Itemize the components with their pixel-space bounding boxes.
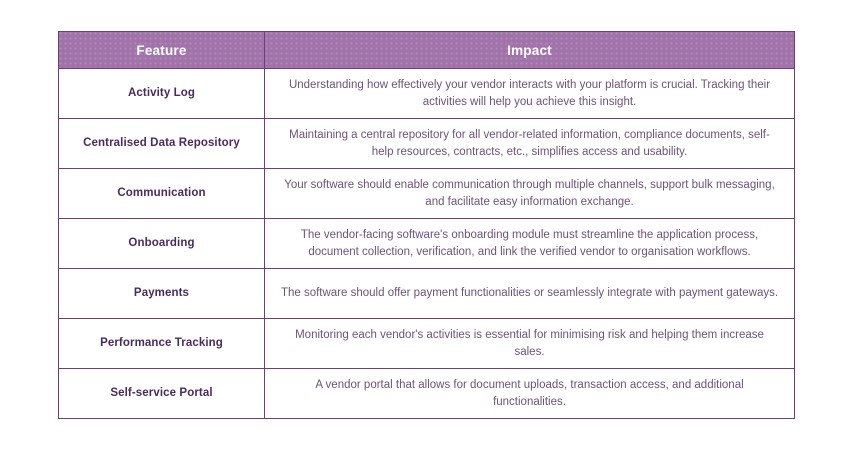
feature-impact-table: Feature Impact Activity Log Understandin… bbox=[58, 31, 795, 419]
table-header-row: Feature Impact bbox=[58, 31, 795, 69]
cell-feature: Onboarding bbox=[58, 218, 265, 269]
cell-feature: Payments bbox=[58, 268, 265, 319]
cell-feature: Centralised Data Repository bbox=[58, 118, 265, 169]
cell-impact: Understanding how effectively your vendo… bbox=[264, 68, 795, 119]
table-row: Performance Tracking Monitoring each ven… bbox=[58, 318, 795, 369]
table-row: Onboarding The vendor-facing software's … bbox=[58, 218, 795, 269]
cell-feature: Activity Log bbox=[58, 68, 265, 119]
table-header: Feature Impact bbox=[58, 31, 795, 69]
cell-impact: Maintaining a central repository for all… bbox=[264, 118, 795, 169]
cell-impact: Monitoring each vendor's activities is e… bbox=[264, 318, 795, 369]
table-body: Activity Log Understanding how effective… bbox=[58, 68, 795, 419]
cell-feature: Communication bbox=[58, 168, 265, 219]
feature-impact-table-container: Feature Impact Activity Log Understandin… bbox=[58, 31, 795, 419]
table-row: Payments The software should offer payme… bbox=[58, 268, 795, 319]
cell-impact: Your software should enable communicatio… bbox=[264, 168, 795, 219]
cell-feature: Self-service Portal bbox=[58, 368, 265, 419]
cell-feature: Performance Tracking bbox=[58, 318, 265, 369]
table-row: Activity Log Understanding how effective… bbox=[58, 68, 795, 119]
cell-impact: The vendor-facing software's onboarding … bbox=[264, 218, 795, 269]
column-header-impact: Impact bbox=[264, 31, 795, 69]
table-row: Communication Your software should enabl… bbox=[58, 168, 795, 219]
table-row: Centralised Data Repository Maintaining … bbox=[58, 118, 795, 169]
cell-impact: A vendor portal that allows for document… bbox=[264, 368, 795, 419]
table-row: Self-service Portal A vendor portal that… bbox=[58, 368, 795, 419]
column-header-feature: Feature bbox=[58, 31, 265, 69]
cell-impact: The software should offer payment functi… bbox=[264, 268, 795, 319]
